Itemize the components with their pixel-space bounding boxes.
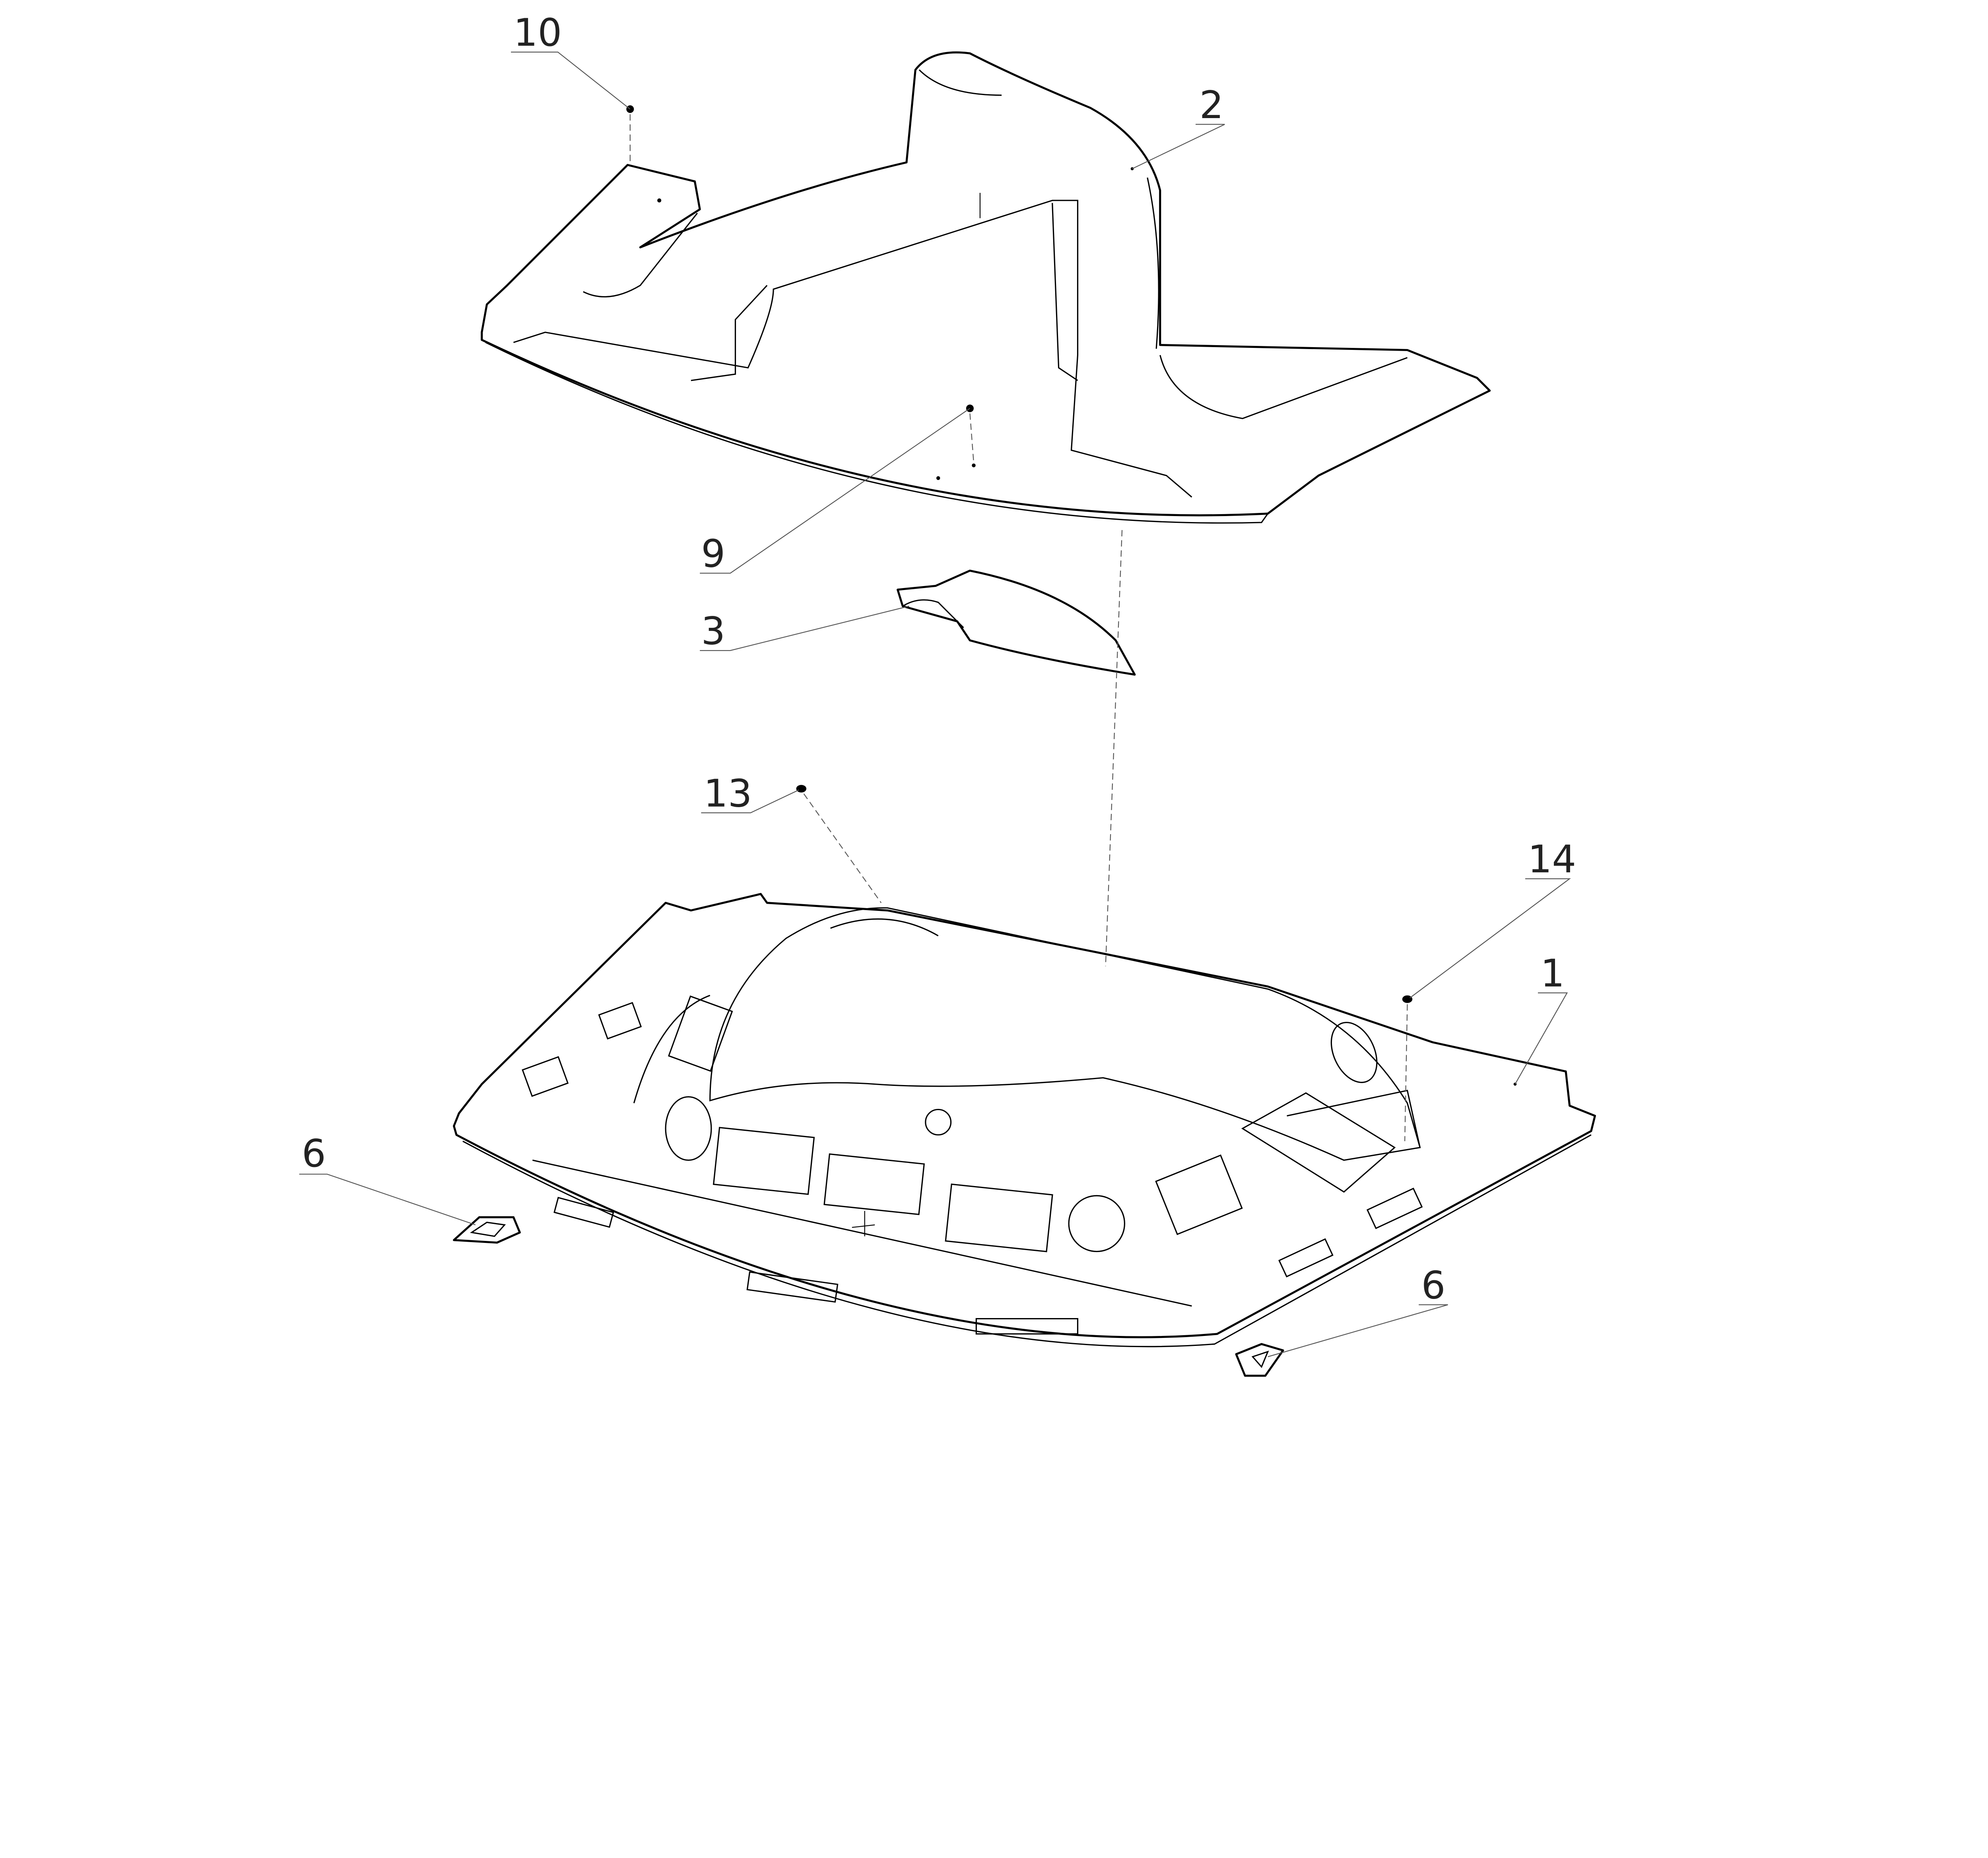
svg-text:1: 1: [1540, 951, 1565, 996]
svg-text:3: 3: [701, 609, 725, 653]
callout-9: 9: [700, 408, 971, 576]
part-1-lower-panel: [453, 893, 1596, 1347]
part-6-pad-right: [1235, 1343, 1284, 1377]
assembly-lines: [629, 114, 1408, 1142]
callout-13: 13: [701, 771, 799, 815]
part-2-upper-tray: [481, 51, 1491, 524]
callout-6-right: 6: [1268, 1263, 1448, 1357]
svg-text:6: 6: [302, 1131, 326, 1176]
part-6-pad-left: [453, 1216, 521, 1244]
part-13-clip: [796, 785, 807, 793]
callout-3: 3: [700, 606, 909, 653]
svg-text:2: 2: [1200, 83, 1224, 127]
callout-1: 1: [1514, 951, 1568, 1085]
callout-10: 10: [511, 10, 631, 110]
callout-14: 14: [1409, 837, 1576, 998]
svg-text:10: 10: [513, 10, 562, 55]
svg-text:13: 13: [704, 771, 752, 815]
part-3-wedge: [897, 569, 1136, 676]
exploded-parts-diagram: 10 2 9 3 13 14 1 6 6: [299, 10, 1596, 1377]
svg-text:9: 9: [701, 532, 725, 576]
callout-2: 2: [1132, 83, 1225, 169]
svg-text:14: 14: [1528, 837, 1576, 881]
callout-6-left: 6: [299, 1131, 476, 1225]
svg-text:6: 6: [1421, 1263, 1446, 1308]
part-14-clip: [1402, 995, 1413, 1003]
